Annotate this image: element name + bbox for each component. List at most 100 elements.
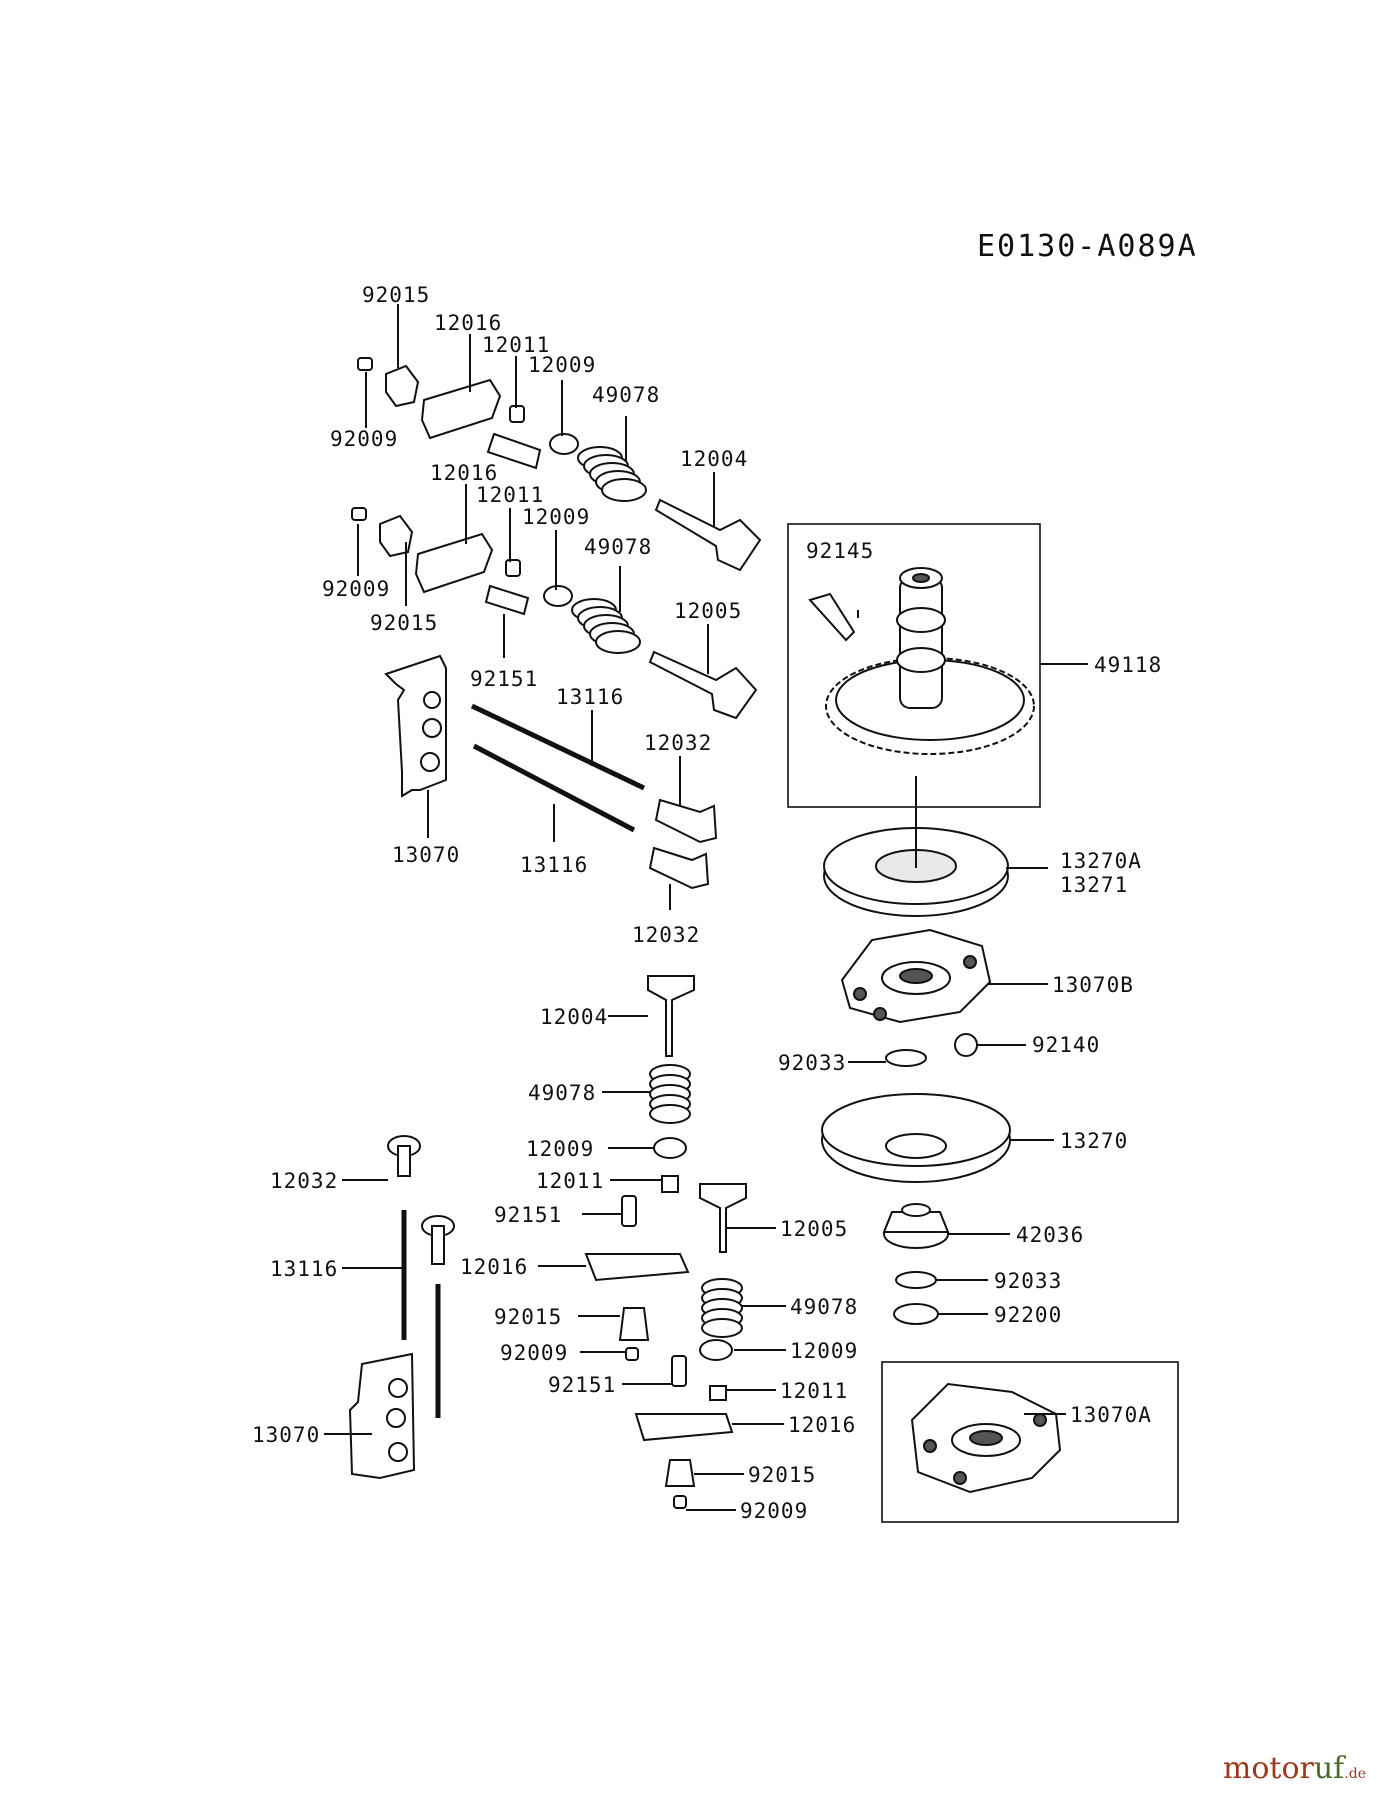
circlip-upper [885, 1049, 927, 1067]
valve-spring-lower [571, 598, 641, 654]
pushrod-group-lower [348, 1135, 455, 1480]
rocker-cap-lower [505, 559, 521, 577]
rocker-cap-right [709, 1385, 727, 1401]
rocker-pivot-nut-right [664, 1459, 696, 1487]
valve-exhaust-center [647, 975, 695, 1057]
label-12011: 12011 [780, 1379, 848, 1403]
label-13070B: 13070B [1052, 973, 1134, 997]
rocker-stud-lower [484, 584, 530, 616]
label-92033: 92033 [778, 1051, 846, 1075]
label-13270A: 13270A [1060, 849, 1142, 873]
rocker-stud-center [621, 1195, 637, 1227]
valve-train-right [634, 1183, 747, 1509]
leader-lines [324, 304, 1088, 1511]
rocker-cap-center [661, 1175, 679, 1193]
label-92200: 92200 [994, 1303, 1062, 1327]
rocker-arm-upper [420, 378, 502, 440]
label-92015: 92015 [494, 1305, 562, 1329]
label-49078: 49078 [528, 1081, 596, 1105]
adjust-screw-center [625, 1347, 639, 1361]
spring-retainer-upper [549, 433, 579, 455]
diagram-code: E0130-A089A [977, 229, 1198, 264]
label-13116: 13116 [556, 685, 624, 709]
tappet-lower [648, 846, 710, 890]
label-12009: 12009 [790, 1339, 858, 1363]
label-13270: 13270 [1060, 1129, 1128, 1153]
label-12009: 12009 [526, 1137, 594, 1161]
rocker-arm-right [634, 1413, 734, 1442]
thrust-washer [823, 827, 1009, 917]
adjust-screw-lower [351, 507, 367, 521]
label-92140: 92140 [1032, 1033, 1100, 1057]
label-92009: 92009 [330, 427, 398, 451]
label-13070: 13070 [392, 843, 460, 867]
label-12005: 12005 [674, 599, 742, 623]
label-13070: 13070 [252, 1423, 320, 1447]
rocker-pivot-nut-center [618, 1307, 650, 1341]
label-12032: 12032 [632, 923, 700, 947]
label-92145: 92145 [806, 539, 874, 563]
watermark-logo: motoruf.de [1222, 1751, 1366, 1786]
push-rod-upper [470, 703, 646, 791]
valve-exhaust-upper [654, 498, 762, 572]
rocker-arm-lower [414, 532, 494, 594]
label-92151: 92151 [494, 1203, 562, 1227]
rocker-assembly-lower [351, 507, 758, 720]
label-12009: 12009 [528, 353, 596, 377]
steel-ball [954, 1033, 978, 1057]
spring-retainer-lower [543, 585, 573, 607]
label-12011: 12011 [482, 333, 550, 357]
label-92033: 92033 [994, 1269, 1062, 1293]
rocker-pivot-nut-upper [385, 364, 420, 408]
label-92009: 92009 [740, 1499, 808, 1523]
spring-retainer-right [699, 1339, 733, 1361]
part-labels: 92015 12016 12011 12009 49078 12004 9200… [252, 283, 1162, 1523]
valve-intake-upper [648, 650, 758, 720]
label-92151: 92151 [470, 667, 538, 691]
adjust-screw-upper [357, 357, 373, 371]
valve-spring-upper [577, 446, 647, 502]
rocker-assembly-upper [357, 357, 762, 572]
push-rod-lower [472, 743, 636, 833]
label-49078: 49078 [584, 535, 652, 559]
rocker-arm-center [584, 1253, 690, 1282]
circlip-lower [895, 1271, 937, 1289]
label-92009: 92009 [500, 1341, 568, 1365]
label-12032: 12032 [644, 731, 712, 755]
label-12009: 12009 [522, 505, 590, 529]
camshaft-gear [808, 567, 1035, 755]
label-12005: 12005 [780, 1217, 848, 1241]
governor-weight-assembly [910, 1382, 1062, 1494]
label-92015: 92015 [370, 611, 438, 635]
label-12016: 12016 [788, 1413, 856, 1437]
label-92151: 92151 [548, 1373, 616, 1397]
label-13271: 13271 [1060, 873, 1128, 897]
label-13116: 13116 [520, 853, 588, 877]
label-13116: 13116 [270, 1257, 338, 1281]
label-12011: 12011 [536, 1169, 604, 1193]
label-49078: 49078 [790, 1295, 858, 1319]
governor-flyweight-holder [840, 928, 992, 1024]
label-49078: 49078 [592, 383, 660, 407]
valve-spring-center [649, 1064, 691, 1124]
label-12011: 12011 [476, 483, 544, 507]
label-49118: 49118 [1094, 653, 1162, 677]
governor-weight-box [881, 1361, 1179, 1523]
label-12004: 12004 [540, 1005, 608, 1029]
camshaft-box [787, 523, 1041, 808]
label-13070A: 13070A [1070, 1403, 1152, 1427]
rocker-pivot-nut-lower [379, 514, 414, 558]
label-12016: 12016 [460, 1255, 528, 1279]
valve-spring-right [701, 1278, 743, 1338]
label-92015: 92015 [748, 1463, 816, 1487]
label-92009: 92009 [322, 577, 390, 601]
label-92015: 92015 [362, 283, 430, 307]
label-42036: 42036 [1016, 1223, 1084, 1247]
label-12032: 12032 [270, 1169, 338, 1193]
washer-lower [893, 1303, 939, 1325]
valve-train-center [584, 975, 695, 1361]
adjust-screw-right [673, 1495, 687, 1509]
label-12016: 12016 [430, 461, 498, 485]
label-12004: 12004 [680, 447, 748, 471]
